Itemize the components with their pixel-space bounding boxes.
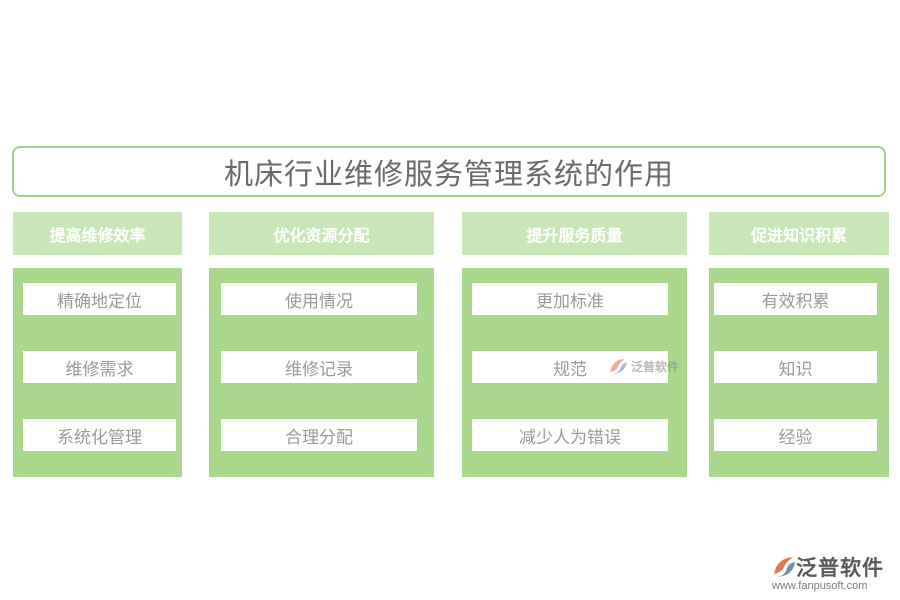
column-3-item-1: 更加标准	[472, 283, 668, 315]
column-4-item-2: 知识	[714, 351, 877, 383]
column-1-item-2: 维修需求	[23, 351, 176, 383]
column-1-item-1: 精确地定位	[23, 283, 176, 315]
diagram-title-box: 机床行业维修服务管理系统的作用	[12, 146, 886, 197]
diagram-title: 机床行业维修服务管理系统的作用	[223, 156, 674, 191]
column-body-4: 有效积累 知识 经验	[709, 268, 889, 477]
brand-logo: 泛普软件 www.fanpusoft.com	[772, 552, 892, 596]
brand-url: www.fanpusoft.com	[772, 580, 868, 592]
column-body-1: 精确地定位 维修需求 系统化管理	[13, 268, 182, 477]
column-4-item-3: 经验	[714, 419, 877, 451]
watermark: 泛普软件	[607, 355, 679, 377]
column-2-item-1: 使用情况	[221, 283, 417, 315]
column-header-1: 提高维修效率	[13, 212, 182, 255]
watermark-text: 泛普软件	[631, 359, 680, 374]
column-header-2: 优化资源分配	[209, 212, 434, 255]
column-2-item-2: 维修记录	[221, 351, 417, 383]
column-body-2: 使用情况 维修记录 合理分配	[209, 268, 434, 477]
column-2-item-3: 合理分配	[221, 419, 417, 451]
brand-name: 泛普软件	[796, 556, 884, 580]
column-4-item-1: 有效积累	[714, 283, 877, 315]
watermark-logo-icon	[610, 359, 627, 374]
column-3-item-2: 规范	[472, 351, 668, 383]
column-1-item-3: 系统化管理	[23, 419, 176, 451]
column-body-3: 更加标准 规范 减少人为错误	[462, 268, 687, 477]
column-header-3: 提升服务质量	[462, 212, 687, 255]
brand-logo-icon	[774, 557, 795, 577]
column-header-4: 促进知识积累	[709, 212, 889, 255]
column-3-item-3: 减少人为错误	[472, 419, 668, 451]
